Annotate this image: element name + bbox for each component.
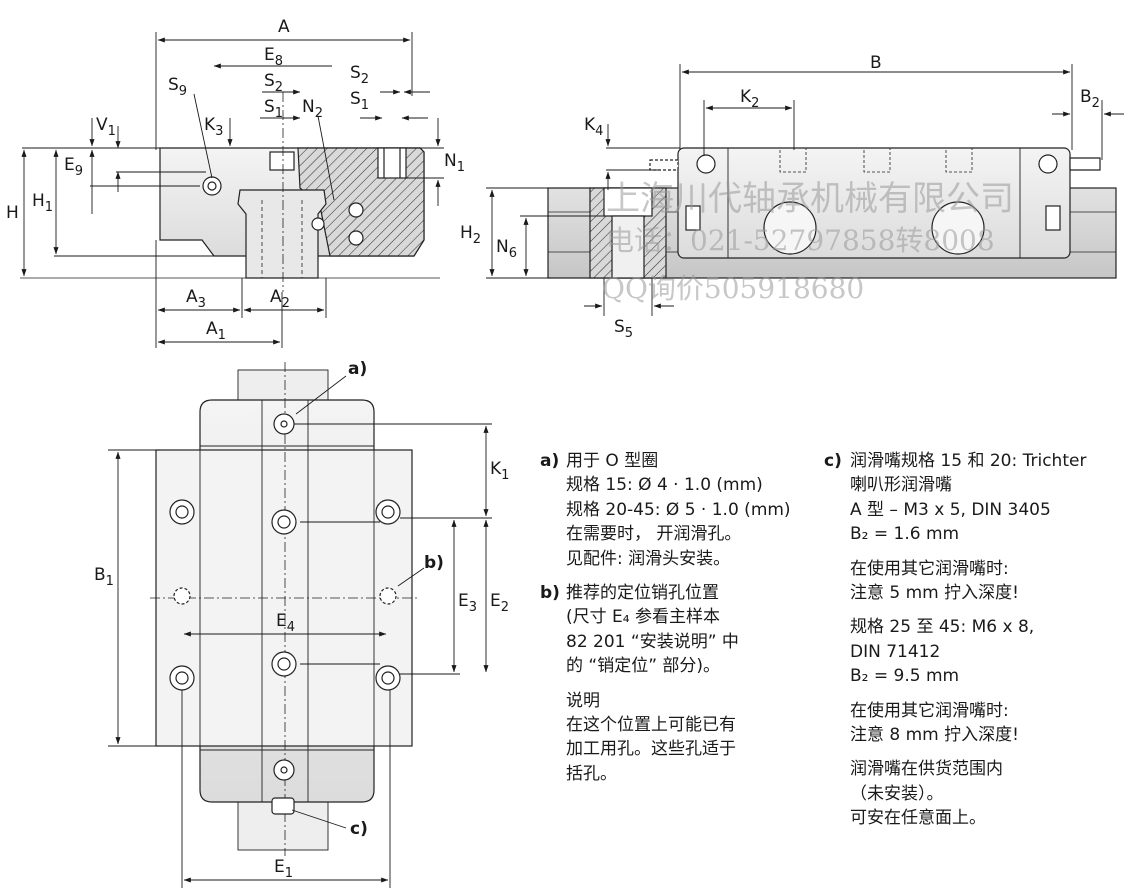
callout-c: c) [350,819,368,839]
callout-b: b) [424,553,444,573]
note-b-line: 括孔。 [566,763,617,784]
dim-label-B2: B2 [1080,87,1100,111]
dim-label-E1: E1 [274,857,293,881]
note-c-line: 在使用其它润滑嘴时: [850,700,1009,721]
dim-label-N2: N2 [302,97,323,121]
dim-label-E9: E9 [64,155,83,179]
notes-column-left: a) 用于 O 型圈 规格 15: Ø 4 · 1.0 (mm) 规格 20-4… [540,449,808,786]
side-view-labels: B K2 B2 K4 H2 N6 S5 [460,53,1100,341]
front-view-dimensions [21,32,444,348]
note-a-line: 规格 15: Ø 4 · 1.0 (mm) [566,475,763,496]
dim-label-N6: N6 [496,237,517,261]
lube-nipple-top-view [271,797,295,815]
top-view-labels: K1 B1 E3 E2 E4 E1 a) b) c) [94,359,509,881]
top-view [150,362,420,856]
dim-label-A: A [278,17,290,37]
note-c-line: 润滑嘴在供货范围内 [850,759,1003,780]
top-view-dimensions [108,375,492,888]
dim-label-K2: K2 [740,87,759,111]
note-c-line: 喇叭形润滑嘴 [850,475,952,496]
dim-label-S1: S1 [264,97,283,121]
rail-front [237,189,327,279]
dim-label-K3: K3 [204,115,223,139]
note-c-line: 润滑嘴规格 15 和 20: Trichter [850,451,1087,471]
side-view [547,147,1117,279]
watermark-company: 上海川代轴承机械有限公司 [606,179,1014,219]
note-a-key: a) [540,451,560,471]
dim-label-S9: S9 [168,75,187,99]
dim-label-S2: S2 [264,71,283,95]
oring-hole-bottom [273,759,295,781]
note-b: b) 推荐的定位销孔位置 (尺寸 E₄ 参看主样本 82 201 “安装说明” … [540,581,808,786]
note-c-line: B₂ = 1.6 mm [850,524,960,545]
note-b-line: 的 “销定位” 部分)。 [566,656,721,677]
dim-label-N1: N1 [444,151,465,175]
watermark-qq: QQ询价505918680 [602,272,864,305]
note-b-line: 在这个位置上可能已有 [566,715,736,736]
watermark: 上海川代轴承机械有限公司 电话：021-52797858转8008 QQ询价50… [602,179,1014,305]
dim-label-H2: H2 [460,223,481,247]
lube-port-front [202,176,222,196]
note-a-line: 规格 20-45: Ø 5 · 1.0 (mm) [566,499,791,520]
dim-label-E8: E8 [264,45,283,69]
front-view-labels: A E8 S2 S2 S1 S1 S9 V1 K3 N2 N1 E9 H H1 … [6,17,465,343]
dim-label-A2: A2 [270,287,290,311]
dowel-hole-right [379,587,397,605]
note-c-line: 规格 25 至 45: M6 x 8, [850,617,1035,638]
dim-label-K1: K1 [490,459,509,483]
dim-label-S5: S5 [614,317,633,341]
dim-label-A3: A3 [186,287,206,311]
callout-a: a) [348,359,367,379]
dim-label-B: B [870,53,882,73]
dim-label-E4: E4 [276,611,295,635]
note-c-line: 在使用其它润滑嘴时: [850,558,1009,579]
note-b-line: 推荐的定位销孔位置 [566,583,719,604]
note-c-line: DIN 71412 [850,641,941,662]
dim-label-A1: A1 [206,319,226,343]
note-c-key: c) [824,451,842,471]
dim-label-S2-right: S2 [350,63,369,87]
note-a-line: 见配件: 润滑头安装。 [566,548,731,569]
dim-label-E3: E3 [458,591,477,615]
dim-label-E2: E2 [490,591,509,615]
note-b-line: (尺寸 E₄ 参看主样本 [566,607,720,628]
dim-label-V1: V1 [96,115,116,139]
note-b-line: 加工用孔。这些孔适于 [566,739,736,760]
dim-label-S1-right: S1 [350,89,369,113]
watermark-phone: 电话：021-52797858转8008 [606,224,995,257]
dim-label-B1: B1 [94,565,114,589]
note-c-line: B₂ = 9.5 mm [850,666,960,687]
side-view-dimensions [486,64,1124,316]
dim-label-H: H [6,203,19,223]
oring-hole-top [273,413,295,435]
note-c-line: A 型 – M3 x 5, DIN 3405 [850,499,1051,520]
notes-column-right: c) 润滑嘴规格 15 和 20: Trichter 喇叭形润滑嘴 A 型 – … [824,449,1124,831]
note-c-line: （未安装）。 [850,783,944,804]
note-c-line: 注意 8 mm 拧入深度! [850,725,1019,746]
dowel-hole-left [173,587,191,605]
note-a-line: 在需要时， 开润滑孔。 [566,524,742,545]
note-b-line: 说明 [566,690,600,711]
note-b-line: 82 201 “安装说明” 中 [566,631,739,652]
note-a: a) 用于 O 型圈 规格 15: Ø 4 · 1.0 (mm) 规格 20-4… [540,449,808,571]
note-c: c) 润滑嘴规格 15 和 20: Trichter 喇叭形润滑嘴 A 型 – … [824,449,1124,831]
note-a-line: 用于 O 型圈 [566,451,659,471]
mounting-holes [169,499,401,691]
dim-label-H1: H1 [32,191,53,215]
note-c-line: 注意 5 mm 拧入深度! [850,583,1019,604]
dim-label-K4: K4 [584,115,603,139]
note-b-key: b) [540,583,560,604]
note-c-line: 可安在任意面上。 [850,808,986,829]
